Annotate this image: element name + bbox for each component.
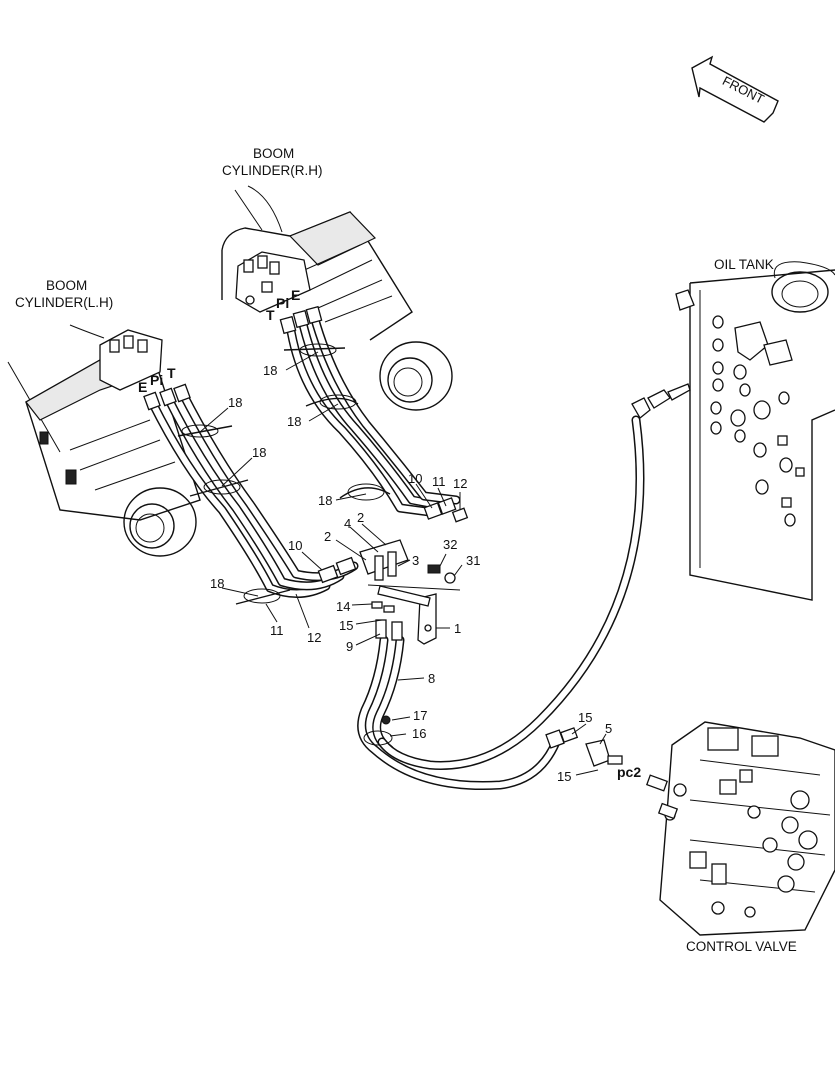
callout-15-c: 15 [557,769,571,784]
callout-15-b: 15 [578,710,592,725]
rh-port-pi: Pi [276,295,289,311]
callout-12-a: 12 [453,476,467,491]
callout-18-f: 18 [210,576,224,591]
callout-1: 1 [454,621,461,636]
boom-rh-label-line2: CYLINDER(R.H) [222,163,323,178]
lh-cylinder-hoses [147,387,359,598]
component-labels: BOOM CYLINDER(R.H) BOOM CYLINDER(L.H) OI… [15,146,797,954]
callout-10-b: 10 [288,538,302,553]
callout-15-a: 15 [339,618,353,633]
callout-11-a: 11 [432,474,446,489]
oil-tank-label: OIL TANK [714,257,774,272]
tank-ports [710,315,805,527]
callout-2-a: 2 [324,529,331,544]
callout-4: 4 [344,516,351,531]
valve-fittings [381,715,623,767]
rh-port-t: T [266,307,275,323]
cylinder-fittings [143,305,323,411]
callout-10-a: 10 [408,471,422,486]
hose-clamps [177,343,393,746]
boom-cylinder-rh [221,185,453,411]
callout-18-c: 18 [318,493,332,508]
callout-18-b: 18 [287,414,301,429]
hoses [147,311,691,791]
boom-lh-label-line2: CYLINDER(L.H) [15,295,113,310]
callout-32: 32 [443,537,457,552]
front-direction-arrow: FRONT [691,55,779,123]
callout-16: 16 [412,726,426,741]
callout-8: 8 [428,671,435,686]
port-labels: T Pi E E Pi T pc2 [138,287,641,780]
rh-port-e: E [291,287,300,303]
callout-18-a: 18 [263,363,277,378]
manifold-and-bracket [317,497,469,645]
boom-cylinder-lh [7,324,201,557]
boom-rh-label-line1: BOOM [253,146,294,161]
tank-hose [377,383,691,770]
callout-numbers: 18 18 18 18 18 18 10 11 12 4 2 2 3 32 31… [210,363,612,784]
callout-11-b: 11 [270,623,284,638]
callout-31: 31 [466,553,480,568]
control-valve [645,721,835,936]
lh-port-e: E [138,379,147,395]
boom-lh-label-line1: BOOM [46,278,87,293]
lh-port-t: T [167,365,176,381]
callout-12-b: 12 [307,630,321,645]
control-valve-port-pc2: pc2 [617,764,641,780]
callout-18-e: 18 [252,445,266,460]
oil-tank [675,261,835,601]
control-valve-label: CONTROL VALVE [686,939,797,954]
callout-14: 14 [336,599,350,614]
callout-9: 9 [346,639,353,654]
callout-3: 3 [412,553,419,568]
callout-2-b: 2 [357,510,364,525]
callout-5: 5 [605,721,612,736]
callout-18-d: 18 [228,395,242,410]
rh-cylinder-hoses [285,311,461,517]
callout-leaders [199,351,607,776]
callout-17: 17 [413,708,427,723]
lh-port-pi: Pi [150,372,163,388]
